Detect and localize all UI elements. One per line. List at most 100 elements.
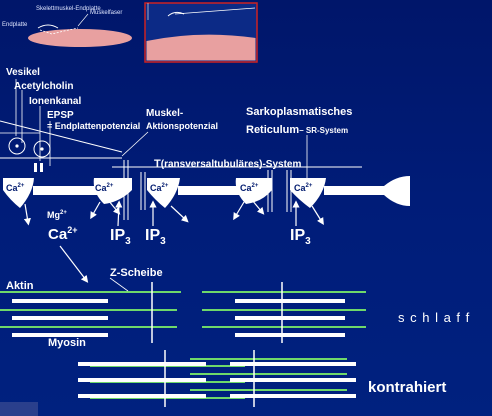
ip3-label-2: IP3 — [145, 228, 166, 247]
mg-label: Mg2+ — [47, 210, 67, 220]
myosin-relaxed-2 — [12, 316, 108, 320]
corner-artifact — [0, 402, 38, 416]
arrow-ca-release-5 — [233, 201, 245, 221]
myosin-relaxed-1 — [12, 299, 108, 303]
myosin-contracted-6 — [230, 394, 356, 398]
zoom-inset-fiber — [146, 41, 256, 61]
arrow-ca-release-3 — [107, 199, 121, 215]
zoom-inset — [144, 2, 258, 63]
ion-channel-left — [34, 163, 37, 172]
arrow-ca-to-filaments — [59, 245, 89, 283]
sarcomere-contracted — [78, 350, 356, 407]
ip-sub: 3 — [305, 236, 311, 248]
sr-units — [3, 176, 410, 208]
mg-sup: 2+ — [60, 210, 67, 216]
myosin-relaxed-5 — [235, 316, 345, 320]
endplate-axon — [37, 24, 59, 29]
t-tubule-3 — [267, 170, 273, 212]
inset-label-left: Endplatte — [2, 22, 28, 28]
sr-unit-2-left-cisterna — [147, 178, 180, 208]
inset-label-mid: Skelettmuskel-Endplatte — [36, 6, 101, 12]
inset-label-right: Muskelfaser — [90, 10, 123, 16]
ca-sup: 2+ — [67, 225, 78, 235]
myosin-contracted-5 — [230, 378, 356, 382]
label-vesikel: Vesikel — [6, 67, 40, 78]
vesicle-1 — [8, 137, 26, 155]
label-schlaff: s c h l a f f — [398, 310, 471, 325]
sr-unit-2-tubule — [178, 186, 240, 195]
label-epsp: EPSP — [47, 110, 74, 121]
myosin-contracted-1 — [78, 362, 206, 366]
arrow-ca-release-1 — [23, 203, 31, 226]
ca-text: Ca — [294, 183, 306, 193]
sr-unit-1-left-cisterna — [3, 178, 34, 208]
label-t-system-t: T — [154, 158, 161, 170]
endplate-nerve — [39, 27, 79, 35]
ca-label-large: Ca2+ — [48, 225, 78, 243]
arrow-ca-release-7 — [311, 205, 324, 226]
pointer-z-scheibe — [109, 277, 129, 292]
ca-sup: 2+ — [106, 183, 114, 189]
ca-label-cisterna-1: Ca2+ — [6, 183, 24, 193]
myosin-contracted-4 — [230, 362, 356, 366]
ca-sup: 2+ — [17, 183, 25, 189]
ip3-label-3: IP3 — [290, 228, 311, 247]
t-tubule-4 — [286, 170, 292, 212]
label-reticulum-group: Reticulum– SR-System — [246, 121, 348, 137]
inset-pointer — [77, 13, 89, 27]
endplate-inset — [28, 13, 132, 47]
vesicle-1-core — [15, 144, 19, 148]
sr-unit-1-tubule — [33, 186, 99, 195]
ca-label-cisterna-2: Ca2+ — [95, 183, 113, 193]
zoom-inset-axon — [167, 11, 185, 17]
label-t-system-rest: (ransversaltubuläres)-System — [160, 159, 302, 170]
label-aktionspotenzial: Aktionspotenzial — [146, 121, 219, 131]
mg-text: Mg — [47, 210, 60, 220]
ip-text: IP — [110, 227, 126, 244]
ion-channel-right — [40, 163, 43, 172]
t-tubules — [123, 160, 292, 220]
sr-unit-3-end-cisterna — [384, 176, 410, 206]
label-pointers — [15, 79, 308, 178]
myosin-contracted-2 — [78, 378, 206, 382]
ip-text: IP — [145, 227, 161, 244]
arrow-ip3-1 — [115, 200, 123, 227]
myosin-contracted-3 — [78, 394, 206, 398]
ca-text: Ca — [48, 226, 68, 243]
label-myosin: Myosin — [48, 337, 86, 349]
ip-sub: 3 — [125, 236, 131, 248]
arrow-ca-release-6 — [251, 199, 265, 215]
zoom-inset-fiber-curve — [146, 34, 256, 41]
sr-unit-1-right-cisterna — [93, 178, 132, 204]
ca-label-cisterna-5: Ca2+ — [294, 183, 312, 193]
arrows — [23, 199, 324, 283]
presynaptic-membrane — [0, 120, 123, 153]
pointer-aktionspotenzial — [121, 131, 149, 157]
ca-text: Ca — [150, 183, 162, 193]
myosin-relaxed-6 — [235, 333, 345, 337]
label-aktin: Aktin — [6, 280, 34, 292]
ip-text: IP — [290, 227, 306, 244]
ca-label-cisterna-4: Ca2+ — [240, 183, 258, 193]
arrow-ca-release-2 — [90, 201, 101, 220]
ca-text: Ca — [240, 183, 252, 193]
label-sarkoplasmatisches: Sarkoplasmatisches — [246, 106, 353, 118]
ip-sub: 3 — [160, 236, 166, 248]
label-t-system: T(ransversaltubuläres)-System — [154, 155, 301, 171]
t-tubule-1 — [123, 160, 129, 220]
label-epsp-sub: = Endplattenpotenzial — [47, 121, 141, 131]
zoom-inset-line — [174, 7, 256, 15]
label-acetylcholin: Acetylcholin — [14, 81, 74, 92]
ip3-label-1: IP3 — [110, 228, 131, 247]
ca-sup: 2+ — [161, 183, 169, 189]
sr-unit-3-tubule — [324, 186, 384, 195]
sr-unit-3-left-cisterna — [290, 178, 326, 208]
ca-text: Ca — [95, 183, 107, 193]
sr-unit-2-right-cisterna — [235, 178, 272, 204]
label-ionenkanal: Ionenkanal — [29, 96, 82, 107]
myosin-relaxed-3 — [12, 333, 108, 337]
label-muskel: Muskel- — [146, 108, 184, 119]
ca-sup: 2+ — [305, 183, 313, 189]
label-reticulum: Reticulum — [246, 124, 300, 136]
